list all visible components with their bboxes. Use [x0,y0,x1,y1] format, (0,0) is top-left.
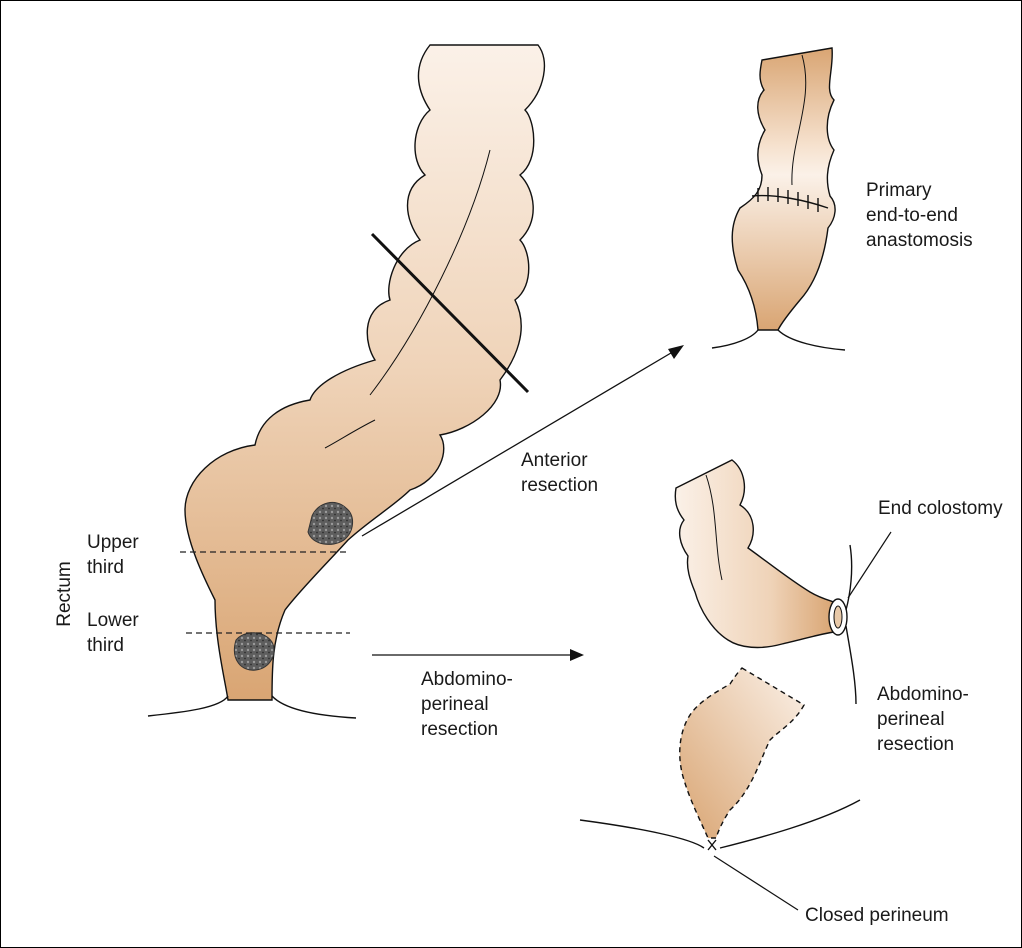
perineum-skin-left [148,696,228,716]
closed-perineum-label: Closed perineum [805,903,949,928]
anastomosis-skin-right [778,330,845,350]
apr-left-label: Abdomino- perineal resection [421,667,513,742]
anterior-resection-label: Anterior resection [521,448,598,498]
anastomosis-figure [712,48,845,350]
main-colon [148,45,544,718]
primary-anastomosis-label: Primary end-to-end anastomosis [866,178,973,253]
stump-figure [580,668,860,910]
anterior-resection-line-2: resection [521,473,598,498]
anastomosis-skin-left [712,330,758,348]
primary-anastomosis-line-3: anastomosis [866,228,973,253]
lower-third-tumour [234,633,274,670]
end-colostomy-pointer [848,532,891,598]
upper-third-line-1: Upper [87,530,139,555]
upper-third-label: Upper third [87,530,139,580]
colostomy-bowel [675,460,834,647]
colostomy-figure [675,460,891,704]
lower-third-line-1: Lower [87,608,139,633]
apr-right-line-1: Abdomino- [877,682,969,707]
apr-right-line-3: resection [877,732,969,757]
anterior-resection-arrowhead [668,345,684,359]
colon-body [185,45,544,700]
anastomosis-bowel [732,48,835,330]
upper-third-line-2: third [87,555,139,580]
apr-left-line-3: resection [421,717,513,742]
apr-arrowhead [570,649,584,661]
rectal-stump [680,668,804,838]
closed-perineum-pointer [714,856,798,910]
perineum-suture [708,840,716,850]
lower-third-line-2: third [87,633,139,658]
primary-anastomosis-line-2: end-to-end [866,203,973,228]
abdominal-wall-line [846,545,856,704]
primary-anastomosis-line-1: Primary [866,178,973,203]
lower-third-label: Lower third [87,608,139,658]
perineum-skin-left-2 [580,820,704,848]
apr-right-label: Abdomino- perineal resection [877,682,969,757]
apr-left-line-2: perineal [421,692,513,717]
rectum-label: Rectum [54,559,76,629]
anterior-resection-line-1: Anterior [521,448,598,473]
perineum-skin-right [272,696,356,718]
end-colostomy-label: End colostomy [878,496,1003,521]
stoma-inner [834,606,842,628]
apr-left-line-1: Abdomino- [421,667,513,692]
perineum-skin-right-2 [720,800,860,848]
apr-right-line-2: perineal [877,707,969,732]
